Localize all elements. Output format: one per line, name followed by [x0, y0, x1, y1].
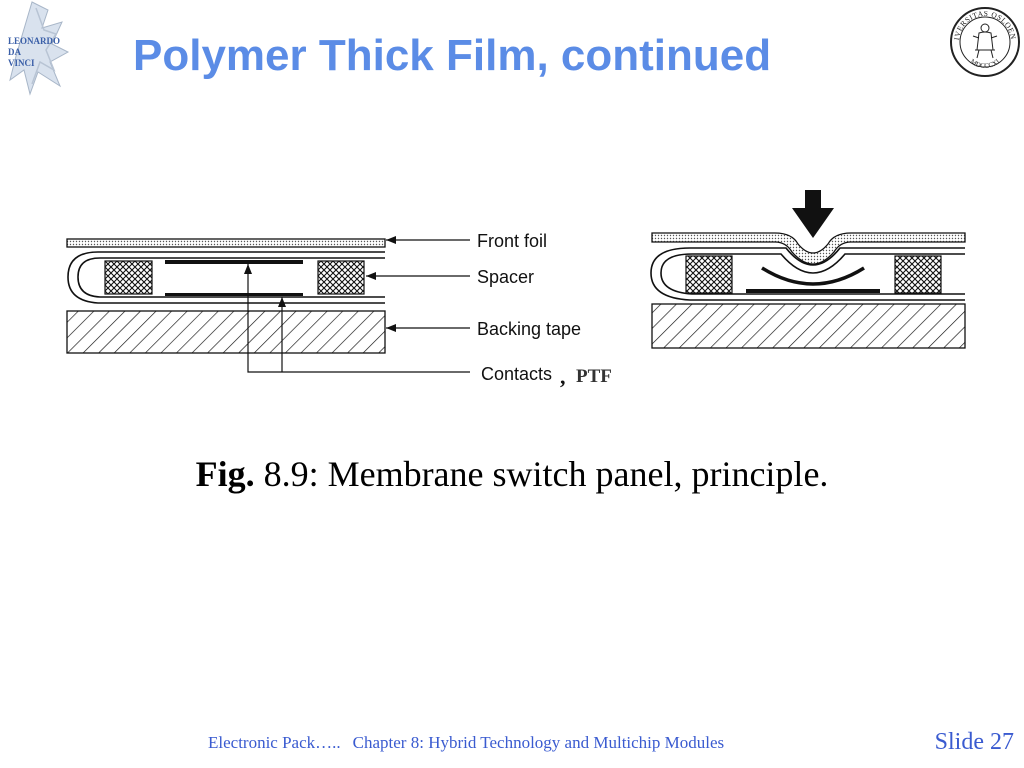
spacer-left-pressed — [685, 255, 733, 294]
footer: Electronic Pack….. Chapter 8: Hybrid Tech… — [208, 733, 724, 753]
caption-prefix: Fig. — [195, 454, 255, 494]
spacer-right-pressed — [894, 255, 942, 294]
switch-pressed-diagram — [650, 190, 966, 349]
label-front-foil: Front foil — [477, 231, 547, 251]
slide-number: Slide 27 — [934, 729, 1014, 755]
label-comma: , — [560, 364, 566, 389]
svg-text:MDCCCXI: MDCCCXI — [969, 57, 1002, 70]
spacer-right — [317, 260, 365, 295]
foil-outer-fold-pressed — [650, 247, 965, 301]
backing-tape-pressed — [651, 303, 966, 349]
university-of-oslo-seal-icon: UNIVERSITAS OSLOENSIS MDCCCXI — [949, 6, 1020, 77]
leader-contact-top — [247, 264, 470, 373]
switch-unpressed-diagram: Front foil Spacer Backing tape Contacts … — [66, 231, 612, 389]
arrow-spacer — [366, 272, 376, 280]
leonardo-da-vinci-logo-icon — [9, 1, 70, 96]
foil-inner-fold-pressed — [660, 253, 965, 295]
front-foil-layer — [66, 238, 386, 248]
leonardo-logo-text: LEONARDO DA VINCI — [8, 36, 61, 69]
contact-bottom-pressed — [746, 289, 880, 293]
figure-caption: Fig. 8.9: Membrane switch panel, princip… — [0, 452, 1024, 496]
arrow-front-foil — [386, 236, 396, 244]
contact-top — [165, 260, 303, 264]
press-arrow-icon — [792, 190, 834, 238]
footer-chapter: Chapter 8: Hybrid Technology and Multich… — [352, 733, 725, 752]
page-title: Polymer Thick Film, continued — [133, 31, 772, 80]
foil-inner-fold — [77, 257, 385, 298]
label-contacts: Contacts — [481, 364, 552, 384]
label-ptf: PTF — [576, 366, 612, 387]
footer-course: Electronic Pack….. — [208, 733, 341, 752]
arrow-backing-tape — [386, 324, 396, 332]
contact-bottom — [165, 293, 303, 296]
logo-line-2: DA — [8, 47, 21, 57]
label-spacer: Spacer — [477, 267, 534, 287]
arrow-contact-bottom — [278, 297, 286, 307]
arrow-contact-top — [244, 264, 252, 274]
spacer-left — [104, 260, 153, 295]
backing-tape-layer — [66, 310, 386, 354]
logo-line-3: VINCI — [8, 58, 35, 68]
label-backing-tape: Backing tape — [477, 319, 581, 339]
contact-top-pressed — [761, 266, 865, 286]
foil-outer-fold — [67, 251, 385, 304]
logo-line-1: LEONARDO — [8, 36, 61, 46]
front-foil-pressed — [651, 232, 966, 265]
university-seal: UNIVERSITAS OSLOENSIS MDCCCXI — [949, 6, 1021, 78]
leonardo-logo: LEONARDO DA VINCI — [2, 0, 74, 96]
seal-year-text: MDCCCXI — [969, 57, 1002, 70]
caption-text: 8.9: Membrane switch panel, principle. — [254, 454, 829, 494]
